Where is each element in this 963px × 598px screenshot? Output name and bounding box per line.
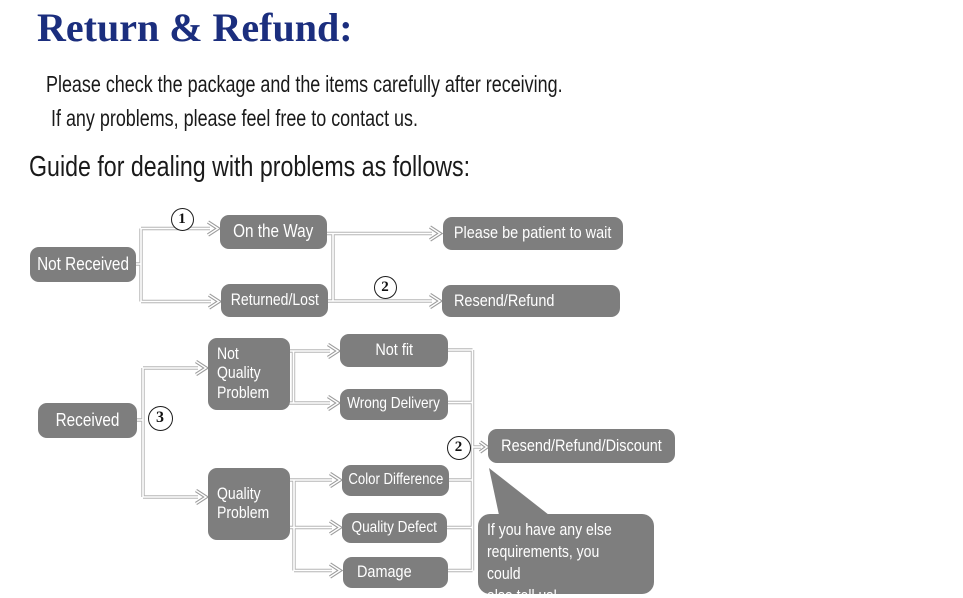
note-bubble: If you have any else requirements, you c… — [478, 514, 654, 598]
node-color-difference: Color Difference — [342, 465, 449, 496]
step-2-badge: 2 — [373, 275, 397, 299]
node-received: Received — [38, 403, 137, 438]
step-3-badge: 3 — [147, 405, 173, 431]
node-quality-defect: Quality Defect — [342, 513, 447, 543]
intro-line-2: If any problems, please feel free to con… — [51, 105, 418, 131]
node-not-received: Not Received — [30, 247, 136, 282]
node-please-be-patient: Please be patient to wait — [443, 217, 623, 250]
node-resend-refund: Resend/Refund — [442, 285, 620, 317]
node-damage: Damage — [343, 557, 448, 588]
node-returned-lost: Returned/Lost — [221, 284, 328, 317]
arrowheads — [195, 220, 491, 579]
node-on-the-way: On the Way — [220, 215, 327, 249]
step-1-badge: 1 — [170, 207, 194, 231]
node-not-fit: Not fit — [340, 334, 448, 367]
page-title: Return & Refund: — [37, 5, 353, 50]
connector-lines — [136, 226, 481, 573]
node-wrong-delivery: Wrong Delivery — [340, 389, 448, 420]
node-quality-problem: Quality Problem — [208, 468, 290, 540]
node-resend-refund-discount: Resend/Refund/Discount — [488, 429, 675, 463]
bubble-tail — [489, 468, 549, 515]
step-2-badge-lower: 2 — [446, 435, 471, 460]
node-not-quality-problem: Not Quality Problem — [208, 338, 290, 410]
guide-heading: Guide for dealing with problems as follo… — [29, 151, 471, 183]
intro-line-1: Please check the package and the items c… — [46, 71, 563, 97]
